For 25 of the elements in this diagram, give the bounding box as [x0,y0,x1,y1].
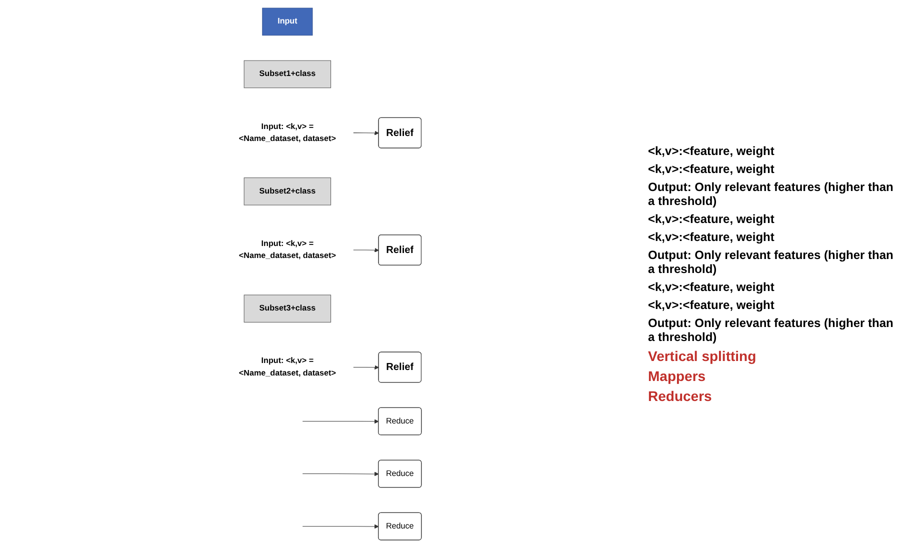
section-label: Reducers [648,388,713,404]
key-value-label: <k,v>:<feature, weight [648,162,776,176]
output-note: Output: Only relevant features (higher than a threshold) [648,316,894,344]
arrow [353,130,380,136]
key-value-label: <k,v>:<feature, weight [648,298,776,312]
node-box: Subset1+class [244,60,332,88]
key-value-label: <k,v>:<feature, weight [648,144,776,158]
arrow [302,419,380,424]
node-box: Subset2+class [244,178,332,206]
key-value-label: <k,v>:<feature, weight [648,212,776,226]
section-label: Vertical splitting [648,348,758,364]
section-label: Mappers [648,368,707,384]
node-box: Input [262,8,314,36]
output-note: Output: Only relevant features (higher than a threshold) [648,180,894,208]
arrow [302,472,380,476]
key-value-label: <k,v>:<feature, weight [648,230,776,244]
node-text: Input: <k,v> =<Name_dataset, dataset> [239,239,336,260]
arrow [353,248,380,252]
output-note: Output: Only relevant features (higher than a threshold) [648,248,894,276]
node-box: Subset3+class [244,294,332,322]
arrow [353,365,380,370]
arrow [302,524,380,529]
node-text: Input: <k,v> =<Name_dataset, dataset> [239,122,336,143]
key-value-label: <k,v>:<feature, weight [648,280,776,294]
node-text: Input: <k,v> =<Name_dataset, dataset> [239,356,336,378]
